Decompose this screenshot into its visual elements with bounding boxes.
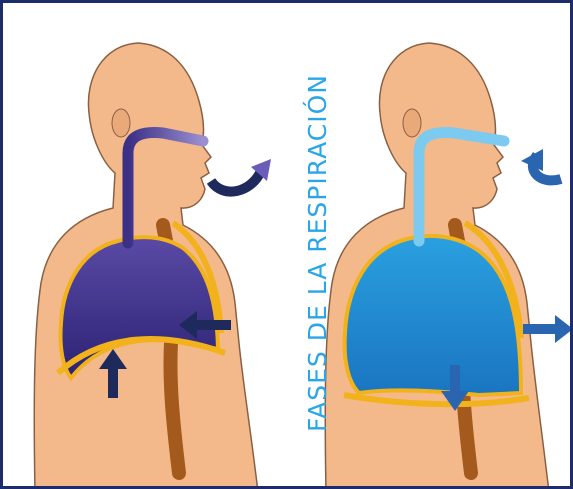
ear <box>403 109 421 137</box>
curved-arrow-out-icon <box>211 171 261 192</box>
left-panel <box>3 3 289 489</box>
ear <box>112 109 130 137</box>
left-figure <box>3 3 289 489</box>
arrow-out-icon <box>555 315 573 343</box>
diagram-title: FASES DE LA RESPIRACIÓN <box>298 53 338 453</box>
